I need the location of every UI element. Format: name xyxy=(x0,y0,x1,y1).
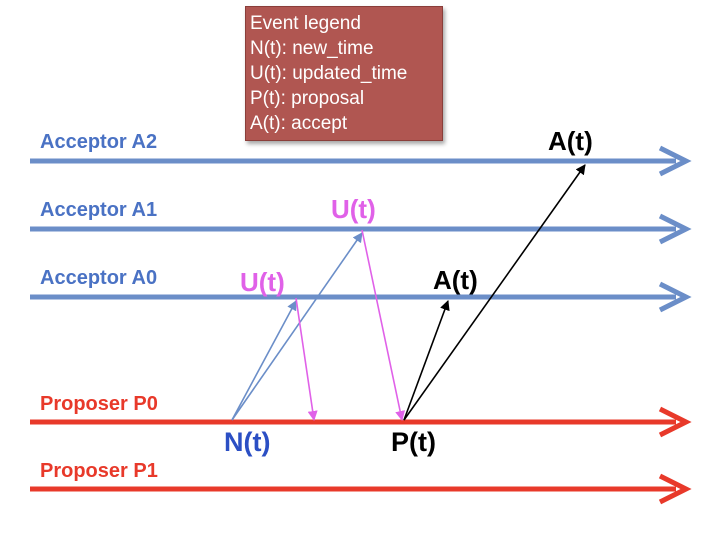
event-label-accept-a2: A(t) xyxy=(548,126,593,156)
legend-item-updated-time: U(t): updated_time xyxy=(250,63,408,84)
event-label-new-time-p0: N(t) xyxy=(224,427,271,457)
event-label-accept-a0: A(t) xyxy=(433,265,478,295)
lane-label-proposer-p1: Proposer P1 xyxy=(40,460,158,482)
event-legend: Event legend N(t): new_time U(t): update… xyxy=(245,6,443,141)
message-proposal-to-a0 xyxy=(403,300,450,421)
timeline-acceptor-a2 xyxy=(30,145,692,177)
lane-label-acceptor-a2: Acceptor A2 xyxy=(40,131,158,153)
legend-item-accept: A(t): accept xyxy=(250,113,348,134)
legend-title: Event legend xyxy=(250,13,361,34)
legend-item-new-time: N(t): new_time xyxy=(250,38,374,59)
legend-item-proposal: P(t): proposal xyxy=(250,88,365,109)
message-new-time-to-a1 xyxy=(231,232,363,421)
timeline-proposer-p0 xyxy=(30,406,692,438)
message-proposal-to-a2 xyxy=(403,164,586,421)
event-label-proposal-p0: P(t) xyxy=(391,427,436,457)
lane-label-proposer-p0: Proposer P0 xyxy=(40,393,158,415)
message-new-time-to-a0 xyxy=(231,300,297,421)
event-label-update-a1: U(t) xyxy=(331,194,376,224)
event-label-update-a0: U(t) xyxy=(240,267,285,297)
timeline-acceptor-a0 xyxy=(30,281,692,313)
message-update-from-a1 xyxy=(361,229,406,421)
lane-label-acceptor-a1: Acceptor A1 xyxy=(40,199,158,221)
timeline-acceptor-a1 xyxy=(30,213,692,245)
timeline-proposer-p1 xyxy=(30,473,692,505)
message-update-from-a0 xyxy=(295,297,318,421)
lane-label-acceptor-a0: Acceptor A0 xyxy=(40,267,158,289)
